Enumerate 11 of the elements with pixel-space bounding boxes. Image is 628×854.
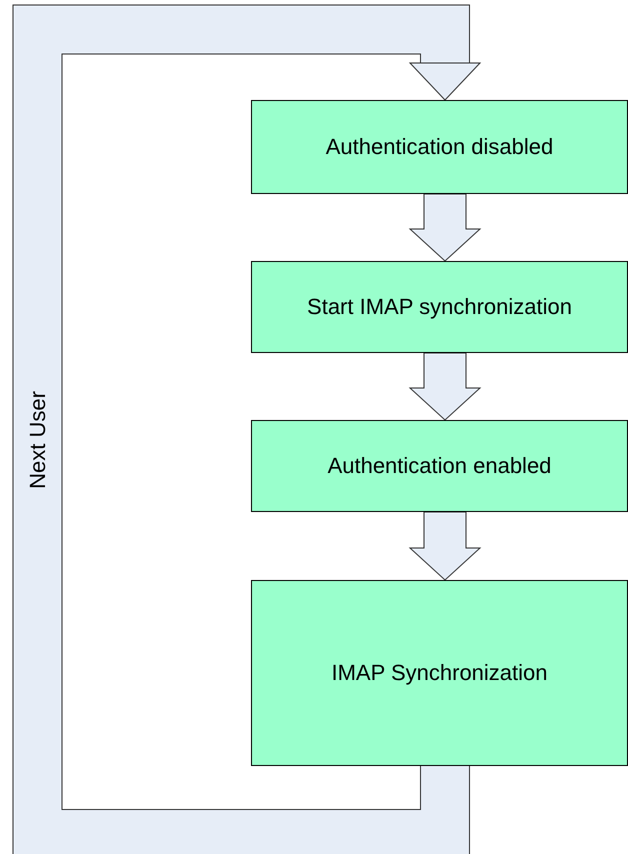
process-box [251,261,628,353]
process-box [251,100,628,194]
box-label: Start IMAP synchronization [307,294,572,320]
box-label: Authentication disabled [326,134,554,160]
block-arrow [408,512,482,581]
box-label: Authentication enabled [328,453,552,479]
process-box [251,580,628,766]
block-arrow [408,194,482,262]
block-arrow [408,352,482,421]
box-label: IMAP Synchronization [331,660,548,686]
process-box [251,420,628,512]
